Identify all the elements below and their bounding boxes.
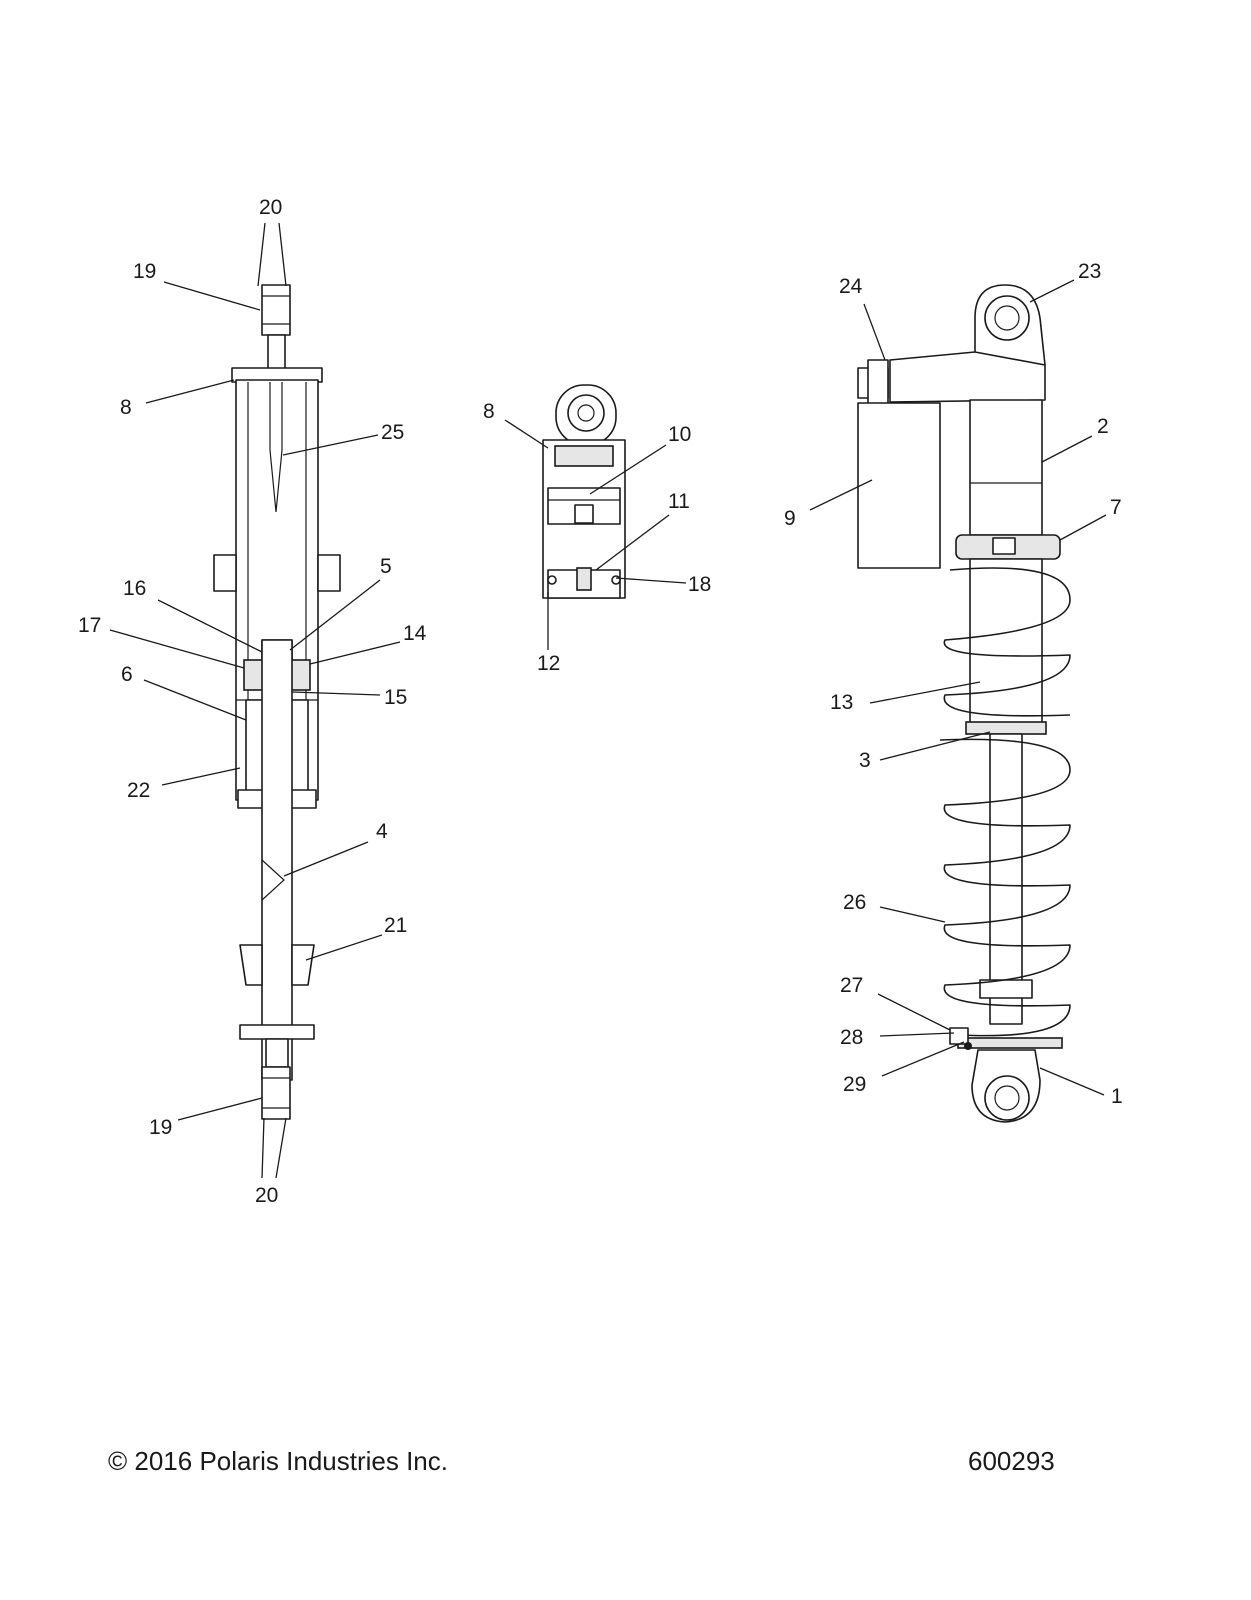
callout-21: 21 [384,914,407,937]
spring-retainer [957,1037,1063,1049]
top-bearing [261,284,291,336]
shaft [261,639,293,1081]
callout-16: 16 [123,577,146,600]
leader-lines [109,222,1107,1179]
callout-14: 14 [403,622,427,645]
bottom-cap [239,1024,315,1040]
bottom-eyelet-bearing [984,1075,1030,1121]
side-tab-left [213,554,237,592]
callout-8-left: 8 [120,396,132,419]
bottom-bearing [261,1066,291,1120]
callout-9: 9 [784,507,796,530]
clip-pin [964,1042,972,1050]
side-tab-right [317,554,341,592]
callout-13: 13 [830,691,853,714]
callout-22: 22 [127,779,150,802]
reservoir-bridge [889,351,1046,403]
callout-10: 10 [668,423,691,446]
callout-6: 6 [121,663,133,686]
callout-17: 17 [78,614,101,637]
shaft-assembled [989,733,1023,1025]
callout-25: 25 [381,421,404,444]
callout-1: 1 [1111,1085,1123,1108]
callout-2: 2 [1097,415,1109,438]
callout-26: 26 [843,891,866,914]
callout-7: 7 [1110,496,1122,519]
bladder [269,382,283,513]
crossover-ring [965,721,1047,735]
valve-core [576,567,592,591]
upper-spring [943,567,1071,717]
callout-8-middle: 8 [483,400,495,423]
reservoir-canister [857,402,941,569]
top-eyelet-bearing [984,295,1030,341]
callout-20-bottom: 20 [255,1184,278,1207]
reservoir-section-view [542,384,626,599]
callout-20-top: 20 [259,196,282,219]
callout-3: 3 [859,749,871,772]
callout-29: 29 [843,1073,866,1096]
callout-28: 28 [840,1026,863,1049]
main-body [969,399,1043,536]
callout-numbers: 20 19 8 25 16 5 17 14 6 15 22 4 21 19 20… [78,196,1123,1207]
callout-27: 27 [840,974,863,997]
assembled-shock-view [857,284,1071,1123]
bumper-left [239,944,263,986]
callout-12: 12 [537,652,560,675]
callout-11: 11 [668,490,690,513]
shock-cross-section-view [213,284,341,1120]
copyright-notice: © 2016 Polaris Industries Inc. [108,1446,448,1476]
callout-5: 5 [380,555,392,578]
callout-24: 24 [839,275,863,298]
reservoir-cap-insert [554,445,614,467]
retainer-clip [949,1027,969,1045]
lower-body [969,558,1043,728]
callout-23: 23 [1078,260,1101,283]
callout-19-top: 19 [133,260,156,283]
callout-4: 4 [376,820,388,843]
callout-18: 18 [688,573,711,596]
diagram-number: 600293 [968,1446,1055,1476]
bottom-eyelet-neck [265,1038,289,1068]
bumper-right [291,944,315,986]
top-eyelet-neck [267,334,286,371]
callout-19-bottom: 19 [149,1116,172,1139]
eyelet-hole [567,394,605,432]
lower-spring [939,738,1071,1037]
callout-15: 15 [384,686,407,709]
